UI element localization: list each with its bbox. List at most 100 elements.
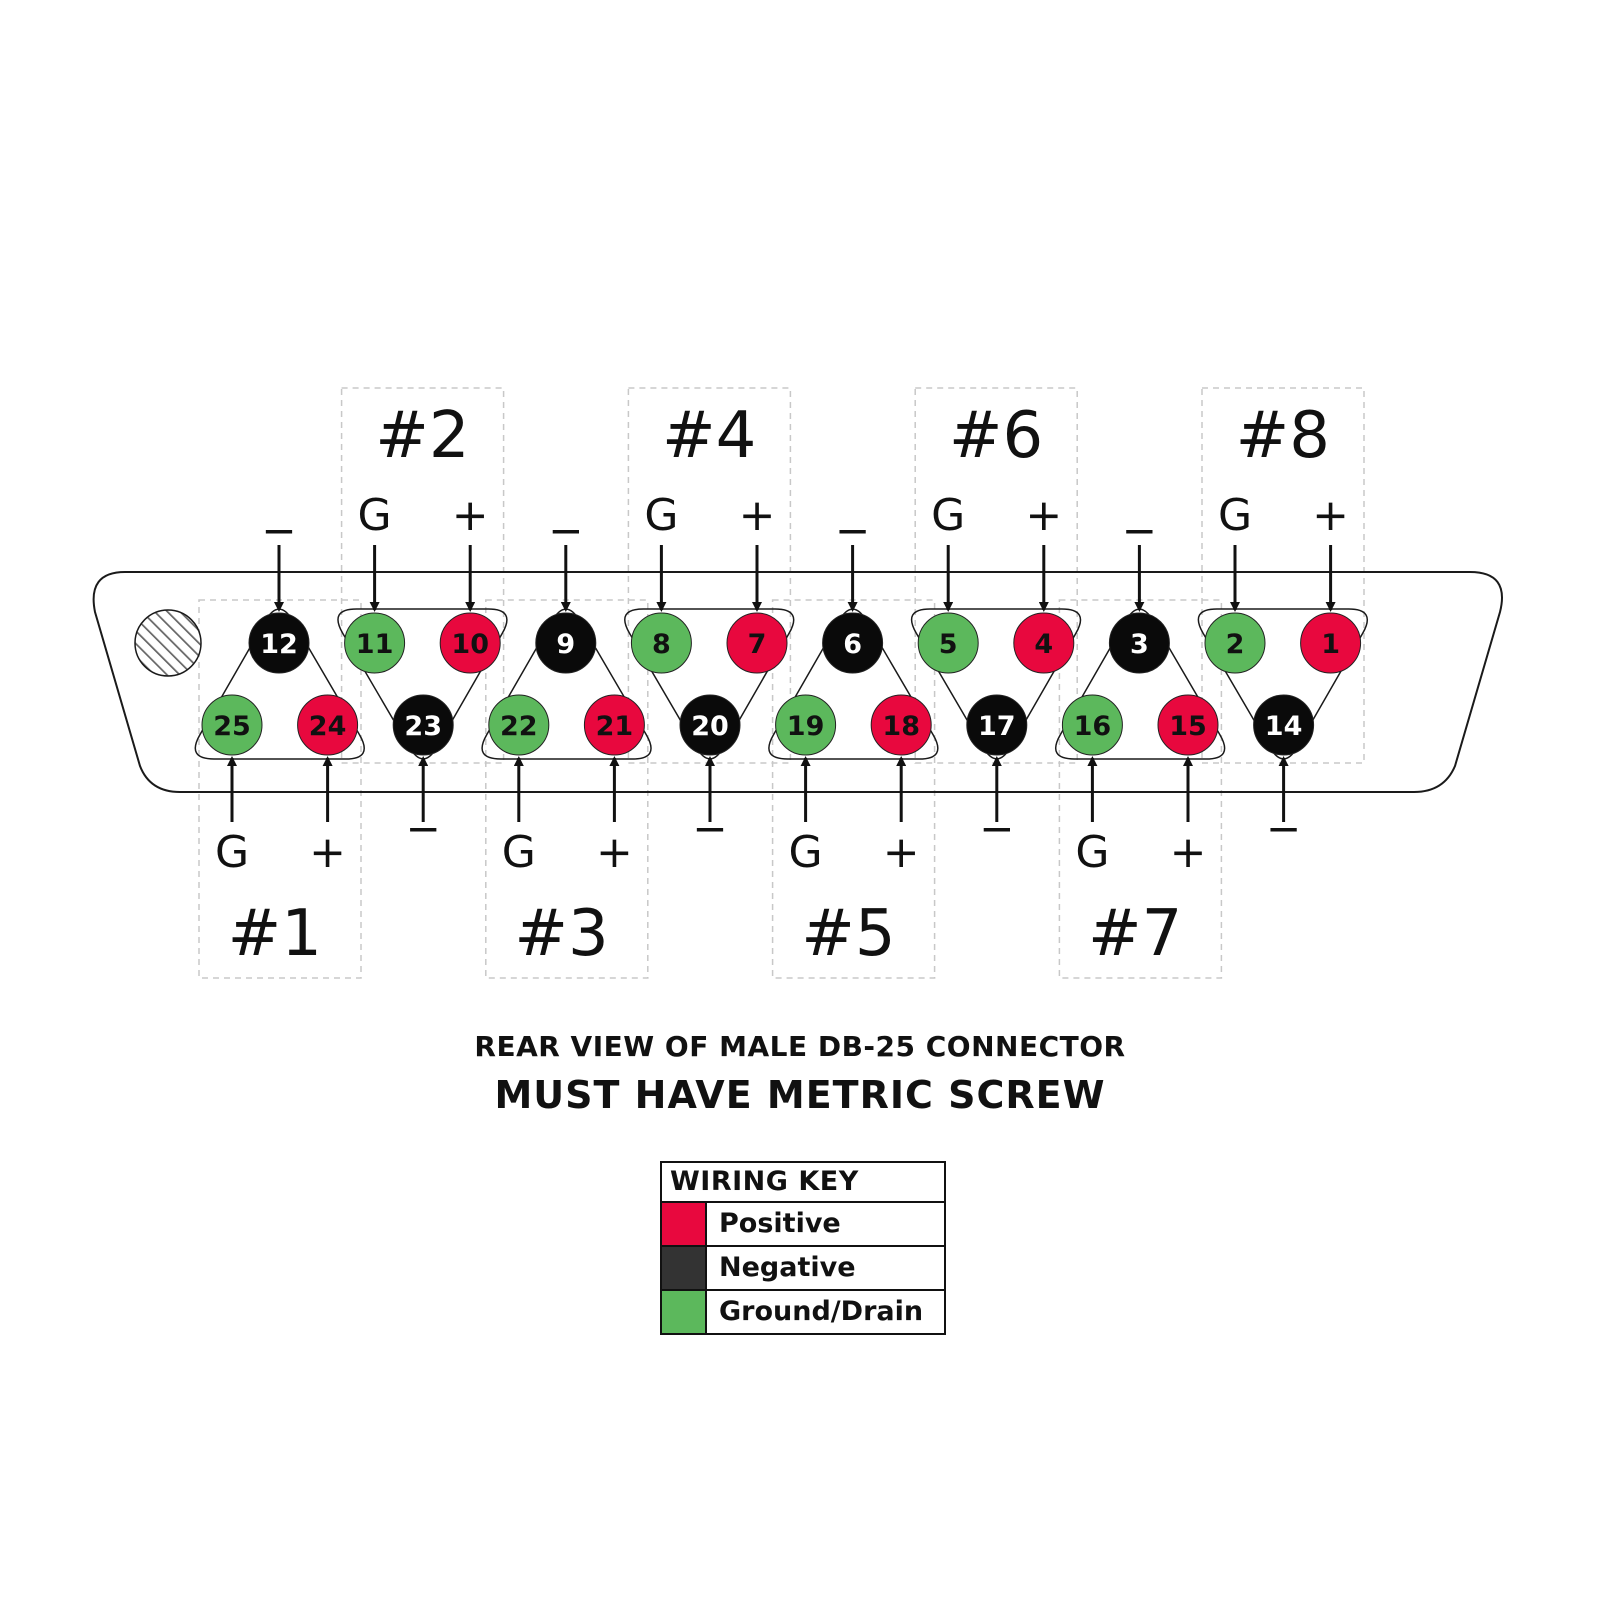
pin-1-number: 1 <box>1321 629 1340 660</box>
pin-10-signal-label: + <box>452 490 489 541</box>
pin-18-signal-label: + <box>883 827 920 878</box>
pin-7-number: 7 <box>748 629 767 660</box>
pin-21-number: 21 <box>596 711 634 742</box>
pin-1-signal-label: + <box>1312 490 1349 541</box>
group-3-label: #3 <box>514 897 608 971</box>
ground-label: Ground/Drain <box>719 1296 924 1327</box>
pin-24-positive <box>297 694 359 756</box>
pin-12-signal-label: − <box>261 506 296 555</box>
wiring-key-row-negative: Negative <box>662 1247 944 1291</box>
pin-14-number: 14 <box>1265 711 1303 742</box>
pin-11-ground <box>344 612 406 674</box>
pin-8-number: 8 <box>652 629 671 660</box>
pin-14-signal-label: − <box>1266 804 1301 853</box>
pin-2-ground <box>1204 612 1266 674</box>
pin-20-signal-label: − <box>692 804 727 853</box>
pin-20-number: 20 <box>691 711 729 742</box>
pin-8-signal-label: G <box>644 490 678 541</box>
group-5-label: #5 <box>801 897 895 971</box>
metric-screw-hole <box>134 609 202 677</box>
pin-19-ground <box>775 694 837 756</box>
connector-shell <box>92 571 1503 793</box>
pin-6-negative <box>822 612 884 674</box>
pin-2-signal-label: G <box>1218 490 1252 541</box>
caption-subtitle: MUST HAVE METRIC SCREW <box>494 1073 1106 1117</box>
pin-23-signal-label: − <box>406 804 441 853</box>
pin-9-negative <box>535 612 597 674</box>
pin-11-signal-label: G <box>358 490 392 541</box>
pin-17-signal-label: − <box>979 804 1014 853</box>
pin-12-negative <box>248 612 310 674</box>
pin-6-number: 6 <box>843 629 862 660</box>
wiring-key: WIRING KEY Positive Negative Ground/Drai… <box>660 1161 946 1335</box>
positive-swatch <box>662 1203 707 1245</box>
pin-5-ground <box>917 612 979 674</box>
pin-19-number: 19 <box>787 711 825 742</box>
group-8-label: #8 <box>1236 399 1330 473</box>
pin-23-number: 23 <box>404 711 442 742</box>
pin-19-signal-label: G <box>789 827 823 878</box>
group-6-label: #6 <box>949 399 1043 473</box>
ground-swatch <box>662 1291 707 1333</box>
pin-25-number: 25 <box>213 711 251 742</box>
pin-9-number: 9 <box>556 629 575 660</box>
pin-21-signal-label: + <box>596 827 633 878</box>
wiring-key-row-positive: Positive <box>662 1203 944 1247</box>
pin-10-positive <box>439 612 501 674</box>
pin-3-signal-label: − <box>1122 506 1157 555</box>
pin-11-number: 11 <box>356 629 394 660</box>
group-7-label: #7 <box>1088 897 1182 971</box>
pin-4-signal-label: + <box>1025 490 1062 541</box>
pin-7-positive <box>726 612 788 674</box>
signal-labels: − G + − G + − G + − G + G + − G + − G + − G + − #1 #2 #3 #4 #5 #6 #7 #8 <box>215 399 1349 971</box>
pin-17-negative <box>966 694 1028 756</box>
wiring-key-row-ground: Ground/Drain <box>662 1291 944 1333</box>
pin-22-ground <box>488 694 550 756</box>
pin-8-ground <box>630 612 692 674</box>
pin-25-signal-label: G <box>215 827 249 878</box>
pin-4-positive <box>1013 612 1075 674</box>
pin-9-signal-label: − <box>548 506 583 555</box>
negative-label: Negative <box>719 1252 856 1283</box>
pin-24-signal-label: + <box>309 827 346 878</box>
pin-6-signal-label: − <box>835 506 870 555</box>
pin-2-number: 2 <box>1226 629 1245 660</box>
pin-15-positive <box>1157 694 1219 756</box>
pin-24-number: 24 <box>309 711 347 742</box>
caption: REAR VIEW OF MALE DB-25 CONNECTOR MUST H… <box>0 1030 1600 1117</box>
pin-18-number: 18 <box>882 711 920 742</box>
wiring-key-title: WIRING KEY <box>662 1163 944 1203</box>
pin-21-positive <box>583 694 645 756</box>
caption-title: REAR VIEW OF MALE DB-25 CONNECTOR <box>474 1030 1126 1063</box>
pin-16-signal-label: G <box>1075 827 1109 878</box>
pin-22-number: 22 <box>500 711 538 742</box>
pin-4-number: 4 <box>1034 629 1053 660</box>
pin-3-negative <box>1108 612 1170 674</box>
pin-12-number: 12 <box>260 629 298 660</box>
pin-25-ground <box>201 694 263 756</box>
negative-swatch <box>662 1247 707 1289</box>
group-2-label: #2 <box>375 399 469 473</box>
pin-15-number: 15 <box>1169 711 1207 742</box>
pin-5-number: 5 <box>939 629 958 660</box>
pin-22-signal-label: G <box>502 827 536 878</box>
pin-16-ground <box>1061 694 1123 756</box>
group-1-label: #1 <box>228 897 322 971</box>
pin-10-number: 10 <box>451 629 489 660</box>
pin-20-negative <box>679 694 741 756</box>
pin-arrows <box>227 545 1336 822</box>
pin-7-signal-label: + <box>739 490 776 541</box>
pin-17-number: 17 <box>978 711 1016 742</box>
pin-15-signal-label: + <box>1170 827 1207 878</box>
pin-16-number: 16 <box>1074 711 1112 742</box>
pin-3-number: 3 <box>1130 629 1149 660</box>
positive-label: Positive <box>719 1208 841 1239</box>
pin-5-signal-label: G <box>931 490 965 541</box>
group-4-label: #4 <box>662 399 756 473</box>
pin-23-negative <box>392 694 454 756</box>
pin-1-positive <box>1300 612 1362 674</box>
pin-18-positive <box>870 694 932 756</box>
pin-14-negative <box>1253 694 1315 756</box>
